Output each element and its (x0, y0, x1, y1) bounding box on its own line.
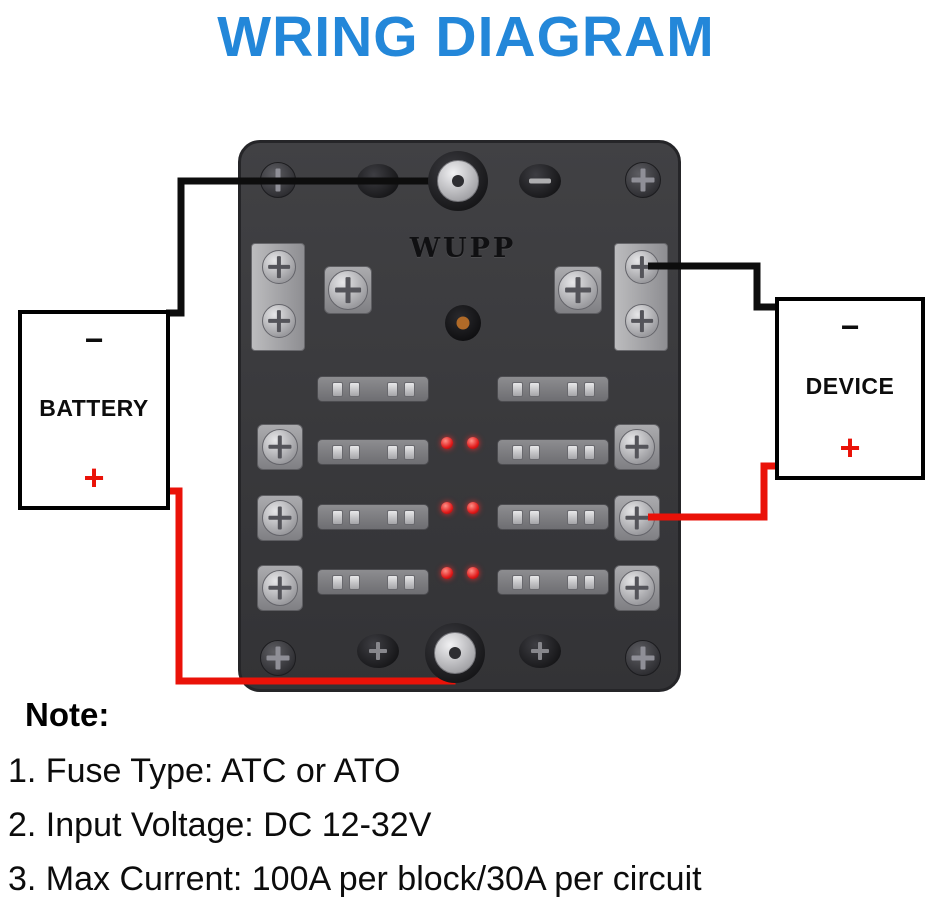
fuse-slot (497, 439, 609, 465)
battery-box: − BATTERY + (18, 310, 170, 510)
mount-screw-icon (558, 270, 598, 310)
terminal-hole-icon (452, 175, 464, 187)
circuit-screw-base (257, 495, 303, 541)
fuse-contact (528, 444, 540, 460)
fuse-contact (386, 574, 398, 590)
corner-screw-icon (260, 162, 296, 198)
circuit-screw-base (257, 565, 303, 611)
led-indicator-icon (467, 437, 479, 449)
circuit-screw-base (614, 495, 660, 541)
circuit-screw-base (257, 424, 303, 470)
fuse-contact (511, 574, 523, 590)
fuse-contact (583, 444, 595, 460)
fuse-contact (403, 509, 415, 525)
device-plus-label: + (839, 427, 861, 468)
circuit-screw-base (614, 565, 660, 611)
fuse-contact (403, 444, 415, 460)
fuse-contact (583, 574, 595, 590)
fuse-contact (511, 381, 523, 397)
circuit-screw-icon (262, 570, 298, 606)
fuse-contact (566, 574, 578, 590)
circuit-screw-icon (619, 500, 655, 536)
brand-label: WUPP (409, 233, 517, 264)
fuse-contact (331, 509, 343, 525)
led-indicator-icon (441, 437, 453, 449)
mount-screw-icon (328, 270, 368, 310)
led-indicator-icon (441, 502, 453, 514)
fuse-slot (317, 439, 429, 465)
mount-screw-base (324, 266, 372, 314)
fuse-contact (528, 574, 540, 590)
led-indicator-icon (441, 567, 453, 579)
center-grommet-icon (445, 305, 481, 341)
fuse-contact (348, 444, 360, 460)
cover-knob-plus-icon (519, 634, 561, 668)
fuse-slot (317, 569, 429, 595)
terminal-strip-left (251, 243, 305, 351)
corner-screw-icon (625, 640, 661, 676)
note-line-2: 2. Input Voltage: DC 12-32V (8, 806, 432, 844)
circuit-screw-icon (619, 570, 655, 606)
fuse-slot (497, 569, 609, 595)
battery-plus-label: + (83, 457, 105, 498)
circuit-screw-icon (262, 429, 298, 465)
fuse-contact (566, 444, 578, 460)
cover-knob-minus-icon (519, 164, 561, 198)
fuse-slot (317, 504, 429, 530)
circuit-screw-base (614, 424, 660, 470)
fuse-contact (386, 381, 398, 397)
device-label: DEVICE (805, 373, 895, 399)
terminal-screw-icon (625, 250, 659, 284)
led-indicator-icon (467, 567, 479, 579)
mount-screw-base (554, 266, 602, 314)
fuse-contact (403, 381, 415, 397)
terminal-hole-icon (449, 647, 461, 659)
fuse-contact (566, 381, 578, 397)
fuse-contact (386, 444, 398, 460)
fuse-slot (497, 504, 609, 530)
led-indicator-icon (467, 502, 479, 514)
note-line-1: 1. Fuse Type: ATC or ATO (8, 752, 401, 790)
terminal-screw-icon (262, 250, 296, 284)
terminal-screw-icon (625, 304, 659, 338)
page-title: WRING DIAGRAM (217, 5, 715, 69)
terminal-cap-icon (437, 160, 479, 202)
device-minus-label: − (840, 309, 860, 345)
battery-minus-label: − (84, 322, 104, 358)
cover-knob-plus-icon (357, 634, 399, 668)
circuit-screw-icon (262, 500, 298, 536)
fuse-contact (583, 509, 595, 525)
main-terminal-bottom (425, 623, 485, 683)
fuse-contact (566, 509, 578, 525)
main-terminal-top (428, 151, 488, 211)
note-line-3: 3. Max Current: 100A per block/30A per c… (8, 860, 702, 898)
fuse-contact (528, 509, 540, 525)
fuse-contact (331, 381, 343, 397)
battery-label: BATTERY (39, 394, 149, 421)
terminal-strip-right (614, 243, 668, 351)
terminal-screw-icon (262, 304, 296, 338)
fuse-contact (348, 381, 360, 397)
terminal-cap-icon (434, 632, 476, 674)
circuit-screw-icon (619, 429, 655, 465)
fuse-contact (511, 444, 523, 460)
fuse-contact (528, 381, 540, 397)
cover-knob-icon (357, 164, 399, 198)
fuse-slot (317, 376, 429, 402)
fuse-block: WUPP (238, 140, 681, 692)
fuse-contact (348, 574, 360, 590)
fuse-contact (331, 444, 343, 460)
corner-screw-icon (260, 640, 296, 676)
notes-heading: Note: (25, 696, 110, 733)
fuse-slot (497, 376, 609, 402)
fuse-contact (511, 509, 523, 525)
corner-screw-icon (625, 162, 661, 198)
fuse-contact (386, 509, 398, 525)
fuse-contact (583, 381, 595, 397)
device-box: − DEVICE + (775, 297, 925, 480)
fuse-contact (403, 574, 415, 590)
fuse-contact (331, 574, 343, 590)
fuse-contact (348, 509, 360, 525)
